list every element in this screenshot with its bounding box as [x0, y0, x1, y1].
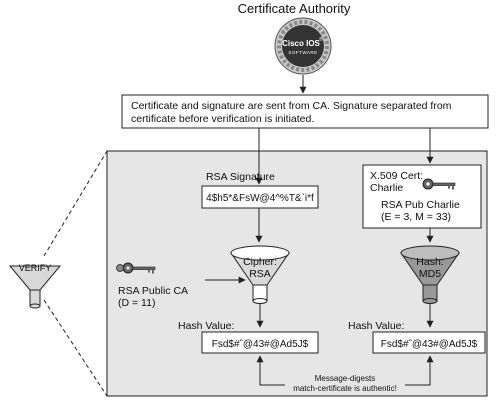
ca-logo-reg: ®: [319, 36, 323, 43]
right-hash-label: Hash Value:: [348, 320, 404, 332]
rsa-signature-box: 4$h5*&FsW@4^%T&`i*f: [201, 185, 319, 209]
rsa-signature-value: 4$h5*&FsW@4^%T&`i*f: [206, 192, 314, 204]
hash-line2: MD5: [419, 268, 441, 280]
ca-logo-sub: SOFTWARE: [288, 50, 317, 55]
cipher-line1: Cipher:: [243, 256, 277, 268]
hash-funnel-icon: [400, 245, 460, 304]
bottom-note-line2: match-certificate is authentic!: [293, 384, 397, 393]
cert-line2: Charlie: [370, 182, 403, 194]
hash-line1: Hash:: [416, 256, 443, 268]
cert-line3: RSA Pub Charlie: [381, 199, 460, 211]
cipher-funnel-icon: [230, 245, 290, 304]
ca-logo-brand: Cisco IOS: [282, 39, 320, 48]
top-box-line1: Certificate and signature are sent from …: [131, 100, 452, 112]
cisco-ios-logo-icon: Cisco IOS ® SOFTWARE: [274, 17, 332, 75]
diagram-title: Certificate Authority: [238, 1, 351, 16]
rsa-public-ca-line1: RSA Public CA: [118, 285, 188, 297]
verify-dash-top: [43, 150, 108, 257]
cert-line1: X.509 Cert:: [370, 170, 423, 182]
bottom-note-bg: [285, 372, 405, 394]
right-hash-value: Fsd$#ˆ@43#@Ad5J$: [381, 338, 478, 350]
top-box-line2: certificate before verification is initi…: [131, 113, 314, 125]
right-hash-box: Fsd$#ˆ@43#@Ad5J$: [372, 331, 486, 354]
verify-dash-bottom: [43, 299, 108, 397]
rsa-signature-label: RSA Signature: [206, 171, 275, 183]
cipher-line2: RSA: [249, 268, 271, 280]
left-hash-label: Hash Value:: [178, 320, 234, 332]
verify-funnel-icon: VERIFY: [8, 263, 62, 309]
bottom-note-line1: Message-digests: [315, 374, 375, 383]
verify-label: VERIFY: [19, 263, 52, 273]
left-hash-value: Fsd$#ˆ@43#@Ad5J$: [212, 338, 309, 350]
transfer-description-box: Certificate and signature are sent from …: [121, 94, 489, 129]
key-icon: [422, 178, 456, 190]
rsa-public-ca-line2: (D = 11): [118, 297, 155, 309]
left-hash-box: Fsd$#ˆ@43#@Ad5J$: [201, 331, 319, 354]
x509-cert-box: X.509 Cert: Charlie RSA Pub Charlie (E =…: [362, 164, 482, 229]
cert-line4: (E = 3, M = 33): [381, 211, 451, 223]
key-icon: [116, 262, 156, 274]
